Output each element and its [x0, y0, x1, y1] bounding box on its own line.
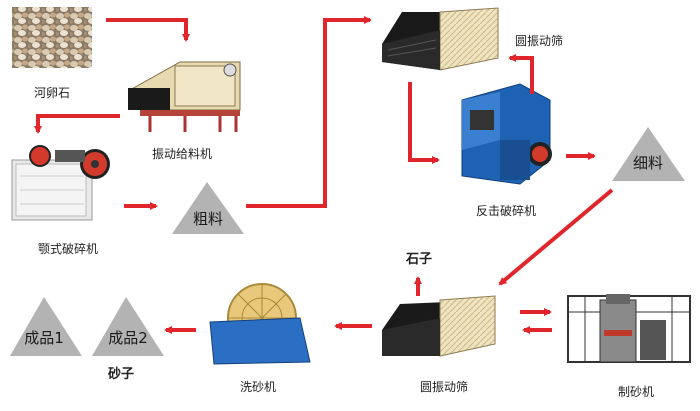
sand-washer-label: 洗砂机 [240, 380, 277, 394]
product2-pile: 成品2 [92, 297, 164, 356]
bottom-screen-label: 圆振动筛 [420, 380, 469, 394]
product1-label: 成品1 [24, 329, 64, 347]
sand-maker-label: 制砂机 [618, 385, 655, 399]
coarse-material-pile: 粗料 [172, 182, 244, 234]
arrow-pebble-to-feeder [106, 18, 190, 42]
arrow-feeder-to-jaw [34, 114, 120, 134]
top-screen-label: 圆振动筛 [515, 34, 564, 48]
jaw-crusher-label: 颚式破碎机 [38, 242, 99, 256]
arrow-fine-to-bottom-screen [498, 188, 614, 286]
top-vibrating-screen-illustration [382, 7, 499, 71]
stone-label: 石子 [406, 252, 433, 267]
flow-arrows [34, 16, 614, 334]
bottom-vibrating-screen-illustration [382, 295, 496, 357]
pebble-photo [12, 7, 92, 68]
arrow-screen-to-impact [408, 82, 440, 164]
arrow-impact-to-screen [508, 54, 534, 94]
jaw-crusher-illustration [11, 145, 110, 221]
fine-label: 细料 [633, 154, 663, 172]
arrow-coarse-to-screen [246, 16, 372, 208]
pebble-label: 河卵石 [34, 86, 71, 100]
product2-label: 成品2 [108, 329, 148, 347]
sand-making-machine-illustration [567, 294, 691, 363]
fine-material-pile: 细料 [612, 127, 685, 181]
impact-crusher-illustration [461, 83, 552, 185]
feeder-label: 振动给料机 [152, 147, 213, 161]
sand-label: 砂子 [108, 367, 135, 382]
product1-pile: 成品1 [10, 297, 82, 356]
impact-crusher-label: 反击破碎机 [476, 204, 537, 218]
sand-washer-illustration [209, 283, 311, 365]
coarse-label: 粗料 [193, 210, 223, 228]
vibrating-feeder-illustration [128, 61, 241, 132]
